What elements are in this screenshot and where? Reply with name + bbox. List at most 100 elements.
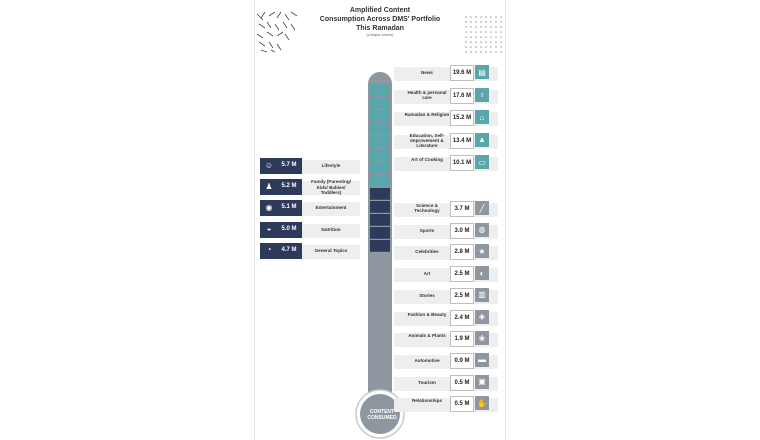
row-shadow <box>300 223 360 238</box>
mosque-icon: ⌂ <box>475 110 489 124</box>
thermometer-segment <box>370 136 390 148</box>
thermometer-segment <box>370 344 390 356</box>
category-label: Education, Self-Improvement & Literature <box>409 132 445 149</box>
category-value: 5.2 M <box>281 183 297 190</box>
thermometer-segment <box>370 214 390 226</box>
bulb-label-line-1: CONTENT <box>369 409 395 415</box>
thermometer <box>355 72 405 439</box>
category-label: Animals & Plants <box>408 333 446 339</box>
category-label: Fashion & Beauty <box>407 311 447 317</box>
category-label: Automotive <box>414 357 440 363</box>
category-label: General Topics <box>314 247 348 253</box>
palette-icon: ◐ <box>475 266 489 281</box>
car-icon: ▬ <box>475 352 489 367</box>
category-label: Family (Parenting/ Kids/ Babies/ Toddler… <box>311 179 351 195</box>
category-label: Celebrities <box>415 249 439 255</box>
value-block <box>260 179 302 196</box>
stethoscope-icon: ♁ <box>475 87 489 102</box>
category-label: Art of Cooking <box>411 157 443 162</box>
row-shadow <box>300 244 360 259</box>
graduation-cap-icon: ▲ <box>475 132 489 147</box>
category-value: 13.4 M <box>450 132 474 149</box>
thermometer-segment <box>370 253 390 265</box>
mirror-icon: ◈ <box>475 309 489 324</box>
category-label: Relationships <box>411 398 443 404</box>
thermometer-segment <box>370 357 390 369</box>
thermometer-segment <box>370 383 390 395</box>
thermometer-segment <box>370 305 390 317</box>
thermometer-segment <box>370 318 390 330</box>
value-block <box>260 158 302 174</box>
thermometer-segment <box>370 175 390 187</box>
category-label: Stories <box>419 292 435 298</box>
category-value: 0.5 M <box>450 396 474 413</box>
cooking-pot-icon: ▭ <box>475 155 489 169</box>
decorative-dots-right <box>465 16 502 53</box>
category-row: Art of Cooking 10.1 M▭ <box>394 154 498 172</box>
title-line-3: This Ramadan <box>356 25 404 32</box>
thermometer-segment <box>370 331 390 343</box>
category-label: Lifestyle <box>321 163 341 168</box>
category-label: Nutrition <box>321 226 341 232</box>
title-line-2: Consumption Across DMS' Portfolio <box>319 16 441 23</box>
category-label: Sports <box>419 227 435 233</box>
thermometer-segment <box>370 279 390 291</box>
category-value: 5.7 M <box>281 162 297 168</box>
chat-bubble-icon: ◔ <box>266 245 272 255</box>
thermometer-segment <box>370 201 390 213</box>
thermometer-segment <box>370 292 390 304</box>
value-block <box>260 221 302 238</box>
value-block <box>260 200 302 217</box>
category-label: Ramadan & Religion <box>404 112 450 117</box>
category-value: 10.1 M <box>450 155 474 171</box>
category-row: ♟ 5.2 M Family (Parenting/ Kids/ Babies/ T… <box>260 178 360 196</box>
chart-subtitle: (Unique Users) <box>366 32 394 37</box>
bulb-label-line-2: CONSUMED <box>367 415 397 421</box>
thermometer-segment <box>370 149 390 161</box>
row-shadow <box>300 181 360 196</box>
category-row: ☺ 5.7 M Lifestyle <box>260 157 360 175</box>
family-icon: ♟ <box>265 181 273 191</box>
row-shadow <box>300 202 360 217</box>
thermometer-segment <box>370 162 390 174</box>
gamepad-icon: ◉ <box>265 202 273 212</box>
food-icon: ◒ <box>266 224 272 234</box>
thermometer-segment <box>370 97 390 109</box>
category-value: 5.1 M <box>281 204 297 211</box>
thermometer-segment <box>370 123 390 135</box>
thermometer-segment <box>370 84 390 96</box>
people-icon: ☺ <box>264 160 274 170</box>
ball-icon: ◍ <box>475 222 489 237</box>
category-value: 17.6 M <box>450 87 474 104</box>
category-value: 3.0 M <box>450 222 474 239</box>
star-icon: ★ <box>475 244 489 259</box>
category-row: Sports 3.0 M◍ <box>394 222 498 240</box>
thermometer-segment <box>370 110 390 122</box>
thermometer-segment <box>370 370 390 382</box>
category-row: Education, Self-Improvement & Literature… <box>394 132 498 150</box>
row-shadow <box>300 160 360 174</box>
category-label: Health & personal care <box>407 89 447 100</box>
thermometer-segment <box>370 188 390 200</box>
thermometer-bulb <box>360 394 400 434</box>
value-block <box>260 242 302 259</box>
title-line-1: Amplified Content <box>349 7 411 14</box>
luggage-icon: ▣ <box>475 374 489 389</box>
thermometer-segment <box>370 227 390 239</box>
category-value: 2.5 M <box>450 287 474 304</box>
category-value: 3.7 M <box>450 201 474 217</box>
bulb-label: CONTENT CONSUMED <box>359 409 405 421</box>
thermometer-segment <box>370 266 390 278</box>
